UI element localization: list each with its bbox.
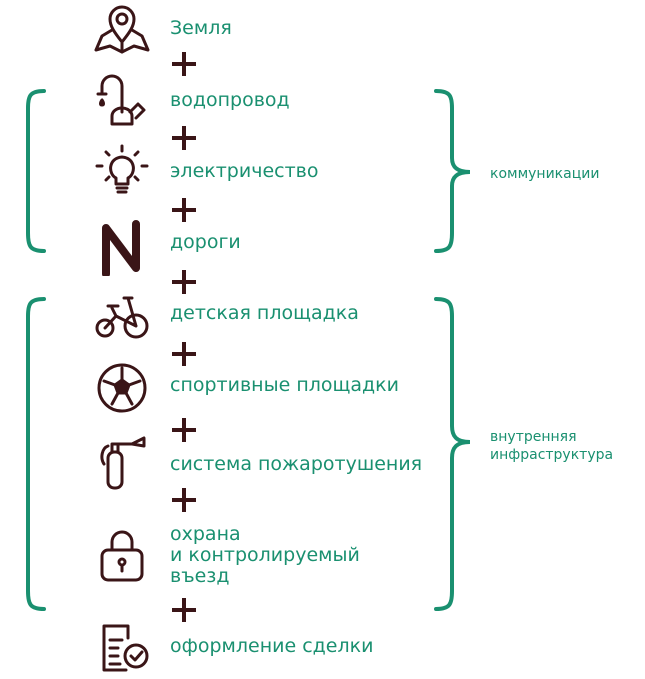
item-label-water: водопровод [170, 89, 290, 111]
plus-icon [172, 342, 196, 366]
map-pin-icon [94, 2, 150, 58]
item-label-security: охрана и контролируемый въезд [170, 523, 360, 587]
left-brace-communications [20, 88, 50, 258]
item-label-electricity: электричество [170, 160, 319, 182]
plus-icon [172, 52, 196, 76]
light-bulb-icon [94, 144, 150, 200]
plus-icon [172, 418, 196, 442]
right-brace-communications [432, 88, 476, 258]
fire-extinguisher-icon [94, 434, 150, 490]
item-label-fire-system: система пожаротушения [170, 453, 423, 475]
plus-icon [172, 270, 196, 294]
document-check-icon [94, 618, 150, 674]
padlock-icon [94, 526, 150, 582]
item-label-sports: спортивные площадки [170, 374, 400, 396]
group-label-infrastructure: внутренняя инфраструктура [490, 429, 614, 463]
plus-icon [172, 126, 196, 150]
left-brace-infrastructure [20, 296, 50, 616]
item-label-playground: детская площадка [170, 302, 359, 324]
item-label-land: Земля [170, 17, 232, 39]
plus-icon [172, 198, 196, 222]
group-label-communications: коммуникации [490, 166, 600, 182]
right-brace-infrastructure [432, 296, 476, 616]
soccer-ball-icon [94, 360, 150, 416]
item-label-roads: дороги [170, 231, 241, 253]
tricycle-icon [94, 288, 150, 344]
road-icon [94, 220, 150, 278]
item-label-deal: оформление сделки [170, 635, 374, 657]
plus-icon [172, 598, 196, 622]
plus-icon [172, 488, 196, 512]
faucet-icon [94, 72, 150, 128]
